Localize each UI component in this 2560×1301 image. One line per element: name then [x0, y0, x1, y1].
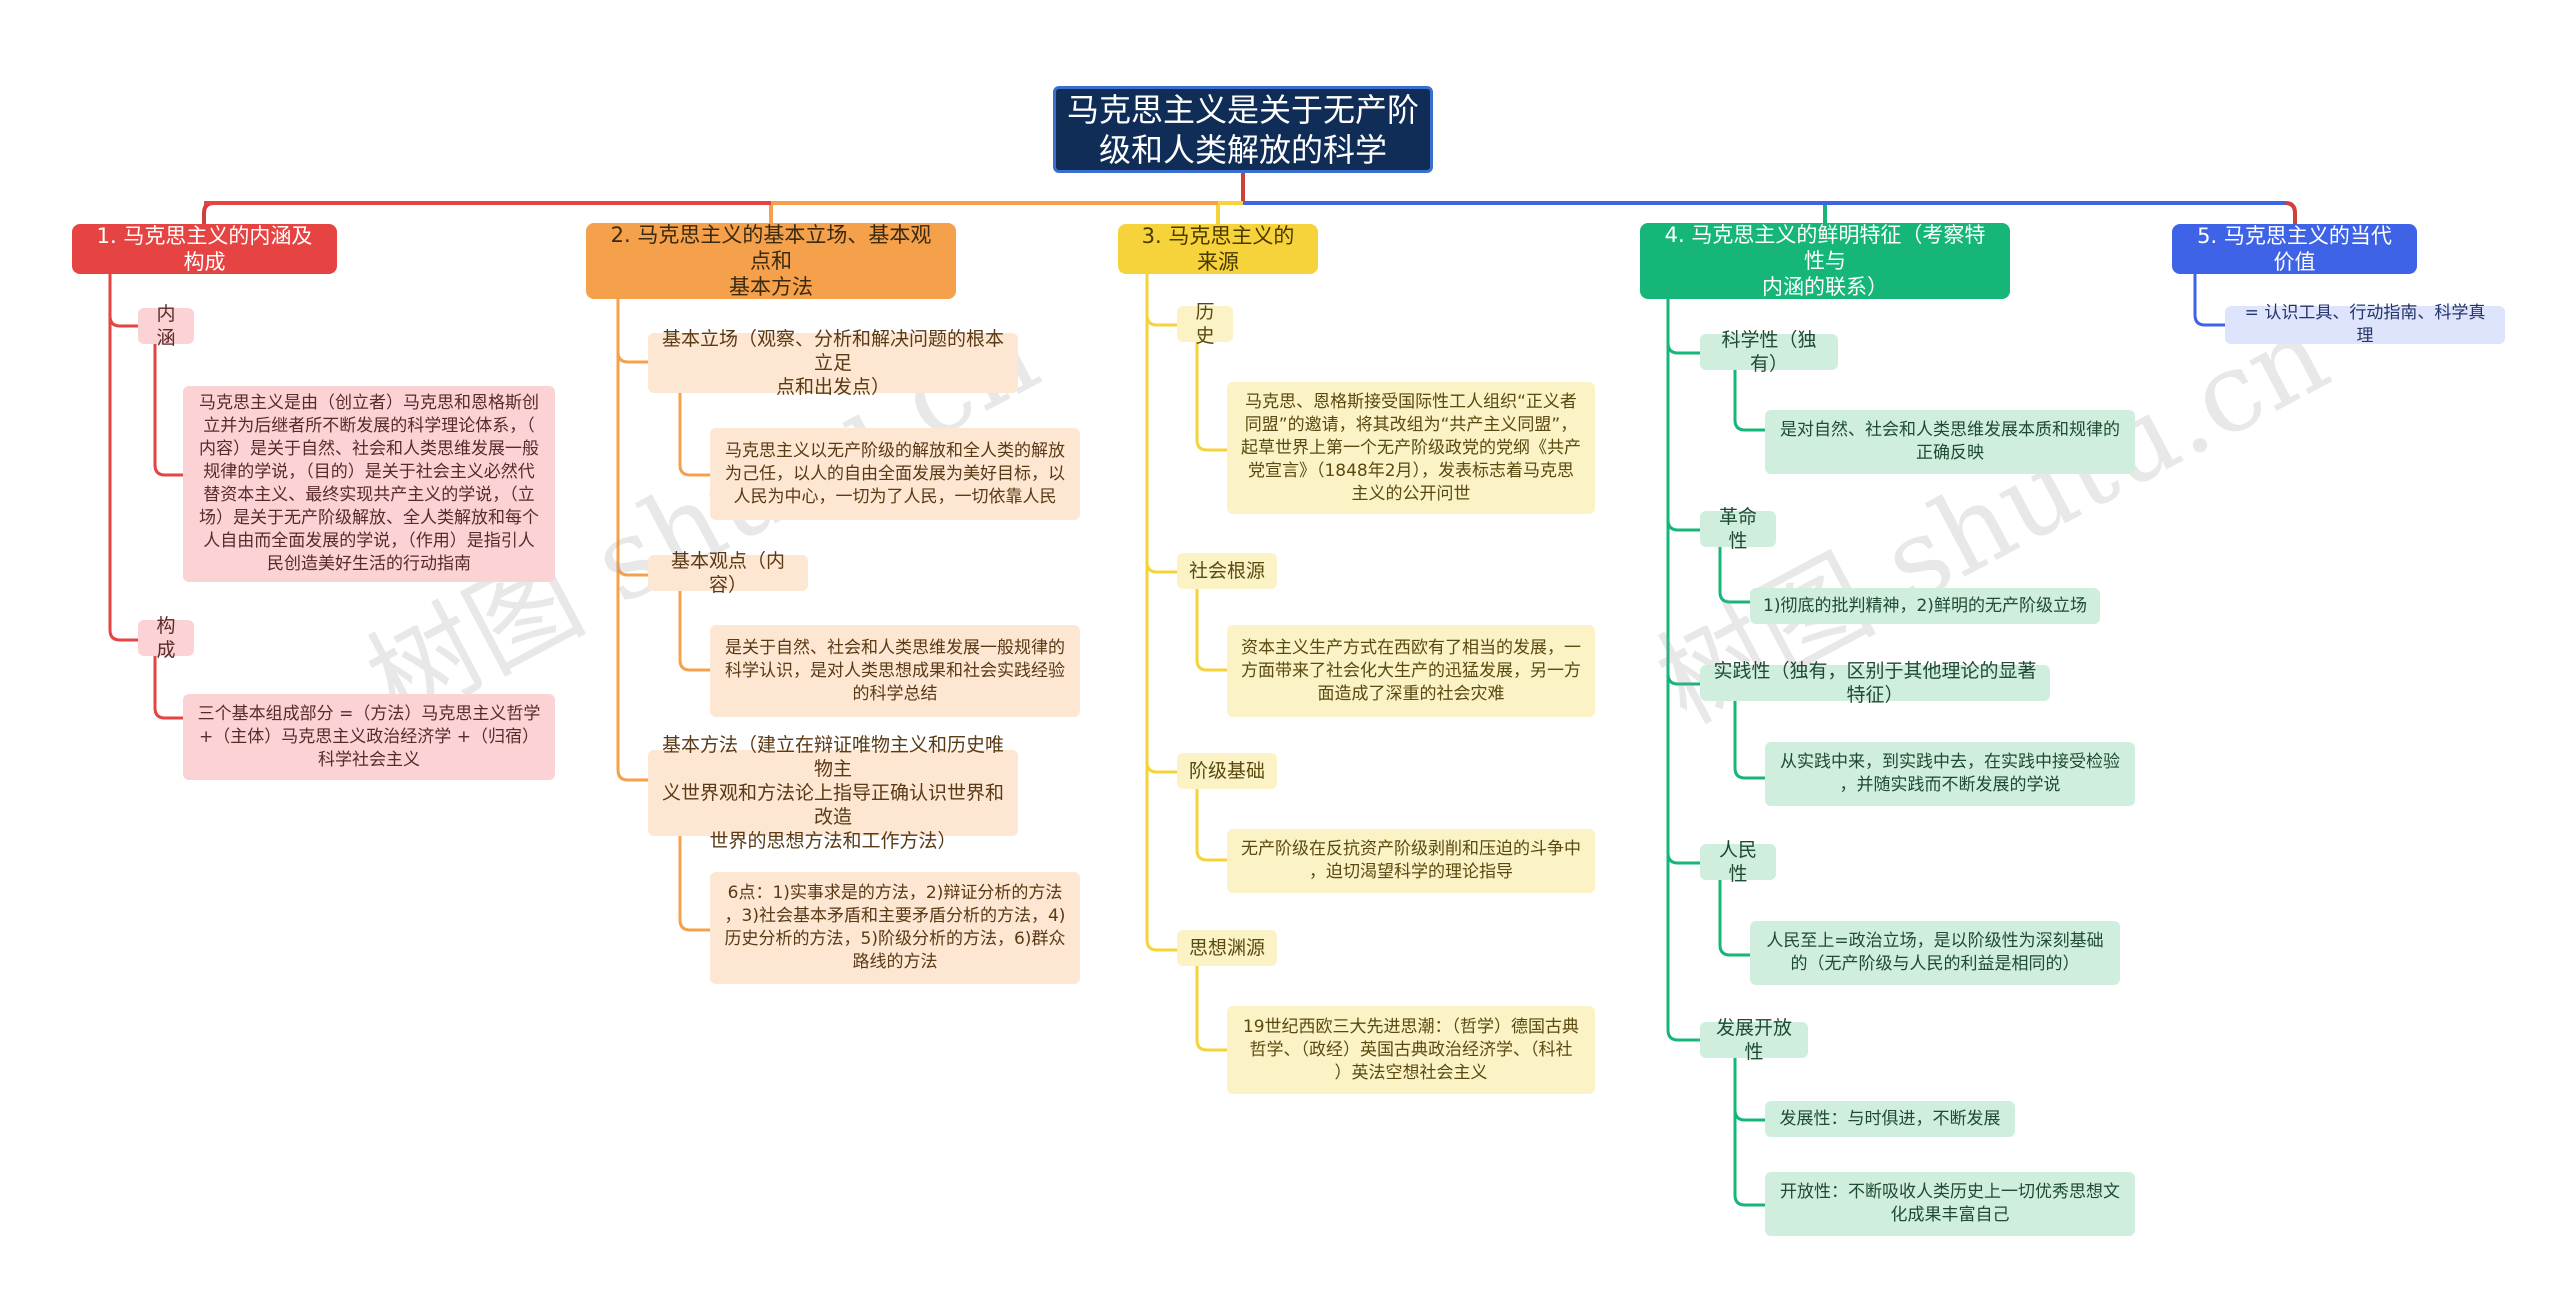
b1-neihan-text[interactable]: 马克思主义是由（创立者）马克思和恩格斯创 立并为后继者所不断发展的科学理论体系，…: [183, 386, 555, 582]
b1-lines: [108, 274, 183, 720]
b3-jieji[interactable]: 阶级基础: [1177, 753, 1277, 789]
b2-lichang[interactable]: 基本立场（观察、分析和解决问题的根本立足 点和出发点）: [648, 328, 1018, 398]
b4-geming[interactable]: 革命性: [1700, 506, 1776, 552]
b5-text[interactable]: = 认识工具、行动指南、科学真理: [2225, 303, 2505, 346]
branch-3-title[interactable]: 3. 马克思主义的来源: [1118, 224, 1318, 274]
b1-goucheng[interactable]: 构成: [138, 615, 194, 661]
b2-lines: [616, 299, 710, 932]
branch-4-title[interactable]: 4. 马克思主义的鲜明特征（考察特性与 内涵的联系）: [1640, 223, 2010, 299]
b2-guandian-text[interactable]: 是关于自然、社会和人类思维发展一般规律的 科学认识，是对人类思想成果和社会实践经…: [710, 625, 1080, 717]
b3-lishi[interactable]: 历史: [1177, 301, 1233, 347]
b4-lines: [1666, 299, 1765, 1207]
b4-geming-text[interactable]: 1)彻底的批判精神，2)鲜明的无产阶级立场: [1750, 588, 2100, 624]
branch-2-title[interactable]: 2. 马克思主义的基本立场、基本观点和 基本方法: [586, 223, 956, 299]
b3-lines: [1145, 274, 1227, 1052]
b4-fazhan-text2[interactable]: 开放性：不断吸收人类历史上一切优秀思想文 化成果丰富自己: [1765, 1172, 2135, 1236]
b5-lines: [2193, 274, 2225, 327]
b3-sixiang[interactable]: 思想渊源: [1177, 930, 1277, 966]
root-topic[interactable]: 马克思主义是关于无产阶 级和人类解放的科学: [1053, 86, 1433, 173]
b2-fangfa-text[interactable]: 6点：1)实事求是的方法，2)辩证分析的方法 ，3)社会基本矛盾和主要矛盾分析的…: [710, 872, 1080, 984]
b4-kexue-text[interactable]: 是对自然、社会和人类思维发展本质和规律的 正确反映: [1765, 410, 2135, 474]
root-connector: [202, 173, 2297, 224]
b3-sixiang-text[interactable]: 19世纪西欧三大先进思潮：（哲学）德国古典 哲学、（政经）英国古典政治经济学、（…: [1227, 1006, 1595, 1094]
b3-shehui[interactable]: 社会根源: [1177, 553, 1277, 589]
branch-5-title[interactable]: 5. 马克思主义的当代价值: [2172, 224, 2417, 274]
b3-jieji-text[interactable]: 无产阶级在反抗资产阶级剥削和压迫的斗争中 ，迫切渴望科学的理论指导: [1227, 829, 1595, 893]
b2-fangfa[interactable]: 基本方法（建立在辩证唯物主义和历史唯物主 义世界观和方法论上指导正确认识世界和改…: [648, 734, 1018, 852]
b3-lishi-text[interactable]: 马克思、恩格斯接受国际性工人组织“正义者 同盟”的邀请，将其改组为“共产主义同盟…: [1227, 382, 1595, 514]
b4-renmin[interactable]: 人民性: [1700, 839, 1776, 885]
b4-fazhan[interactable]: 发展开放性: [1700, 1017, 1808, 1063]
b2-lichang-text[interactable]: 马克思主义以无产阶级的解放和全人类的解放 为己任，以人的自由全面发展为美好目标，…: [710, 428, 1080, 520]
b1-goucheng-text[interactable]: 三个基本组成部分 =（方法）马克思主义哲学 +（主体）马克思主义政治经济学 +（…: [183, 694, 555, 780]
branch-1-title[interactable]: 1. 马克思主义的内涵及构成: [72, 224, 337, 274]
b4-kexue[interactable]: 科学性（独有）: [1700, 329, 1838, 375]
b4-renmin-text[interactable]: 人民至上=政治立场，是以阶级性为深刻基础 的（无产阶级与人民的利益是相同的）: [1750, 921, 2120, 985]
b2-guandian[interactable]: 基本观点（内容）: [648, 550, 808, 596]
b4-shijian-text[interactable]: 从实践中来，到实践中去，在实践中接受检验 ，并随实践而不断发展的学说: [1765, 742, 2135, 806]
b1-neihan[interactable]: 内涵: [138, 303, 194, 349]
b4-fazhan-text1[interactable]: 发展性：与时俱进，不断发展: [1765, 1101, 2015, 1137]
b3-shehui-text[interactable]: 资本主义生产方式在西欧有了相当的发展，一 方面带来了社会化大生产的迅猛发展，另一…: [1227, 625, 1595, 717]
b4-shijian[interactable]: 实践性（独有，区别于其他理论的显著特征）: [1700, 660, 2050, 706]
